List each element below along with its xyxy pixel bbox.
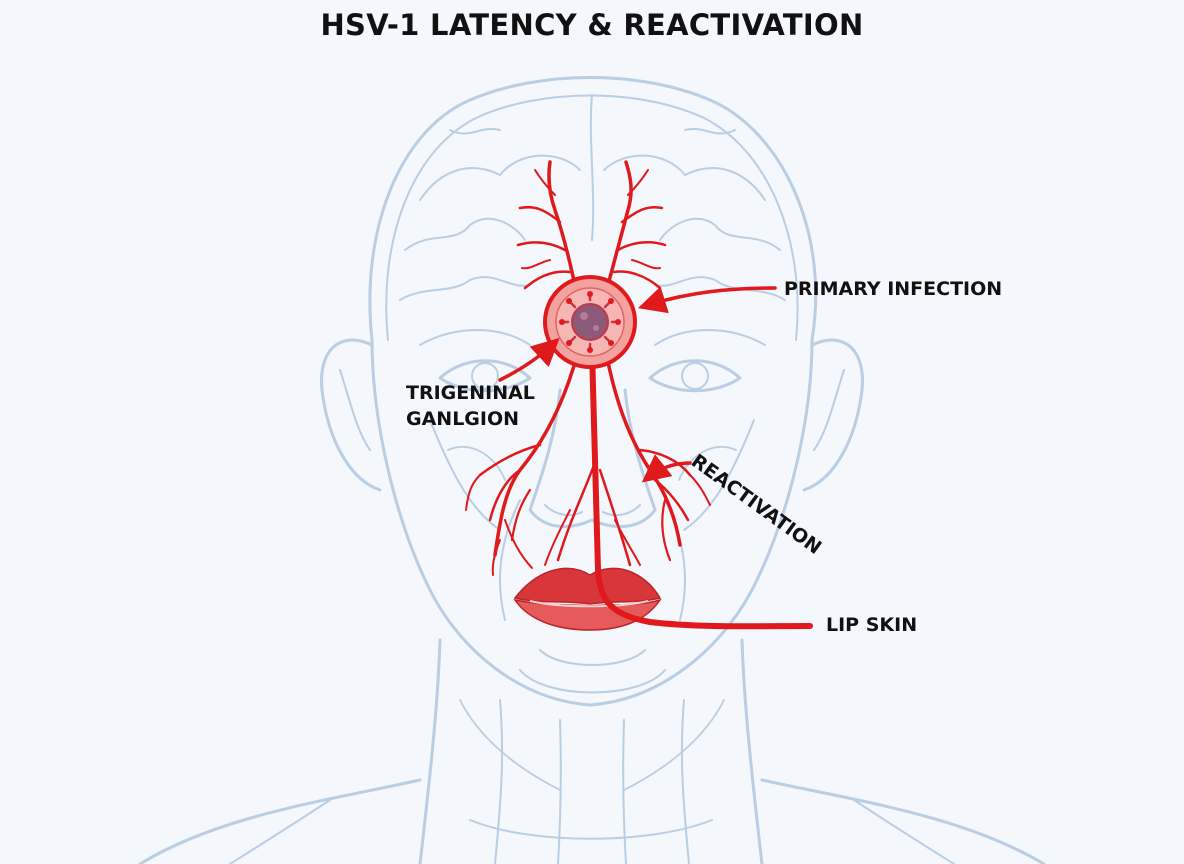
diagram-title: HSV-1 LATENCY & REACTIVATION (320, 8, 864, 42)
label-trigeminal-line1: TRIGENINAL (406, 382, 535, 404)
lips (513, 567, 662, 631)
reactivation-arrow (641, 454, 692, 483)
label-trigeminal-ganglion: TRIGENINAL GANLGION (406, 380, 535, 432)
label-lip-skin: LIP SKIN (826, 614, 918, 636)
label-trigeminal-line2: GANLGION (406, 408, 520, 430)
primary-infection-arrow (637, 286, 777, 314)
virus-icon (559, 291, 621, 353)
trigeminal-ganglion-arrow (498, 337, 560, 382)
label-primary-infection: PRIMARY INFECTION (784, 278, 1003, 300)
